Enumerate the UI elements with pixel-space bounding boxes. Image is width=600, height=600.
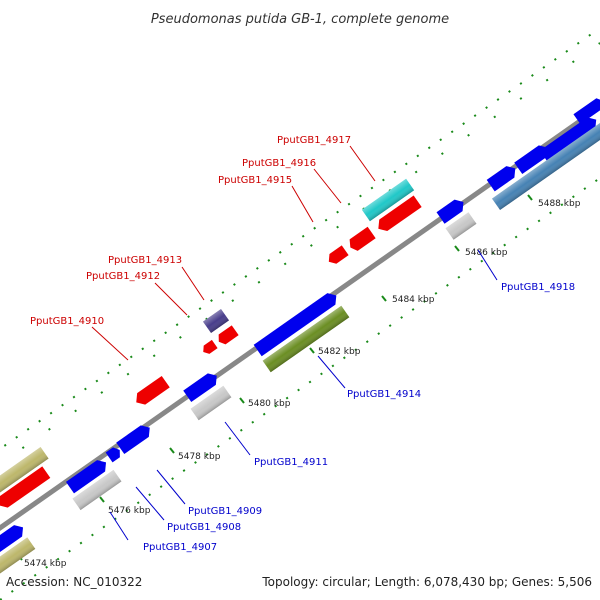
backbone-ticks: 5474 kbp 5476 kbp 5478 kbp 5480 kbp 5482… (17, 194, 581, 569)
gene-arrow-reverse[interactable] (346, 226, 376, 253)
gene-arrow-forward[interactable] (514, 142, 552, 175)
gene-label-forward[interactable]: PputGB1_4909 (188, 506, 262, 517)
gene-label-forward[interactable]: PputGB1_4907 (143, 542, 217, 553)
gene-arrow-reverse[interactable] (325, 245, 349, 266)
gene-arrow-reverse[interactable] (132, 375, 170, 408)
tick-mark (309, 347, 315, 354)
gene-arrow-reverse[interactable] (215, 325, 239, 346)
gene-label-forward[interactable]: PputGB1_4908 (167, 522, 241, 533)
outer-ring-ticks (0, 42, 600, 466)
guide-rings (0, 27, 600, 600)
gene-label-forward[interactable]: PputGB1_4911 (254, 457, 328, 468)
gene-arrow-forward[interactable] (65, 457, 110, 494)
gene-labels: PputGB1_4907 PputGB1_4908 PputGB1_4909 P… (30, 135, 575, 553)
gene-arrow-reverse[interactable] (374, 195, 422, 235)
tick-mark (454, 245, 460, 252)
tick-label: 5486 kbp (465, 248, 508, 258)
map-title: Pseudomonas putida GB-1, complete genome (151, 12, 449, 27)
inner-dotted-ring (0, 177, 600, 600)
tick-label: 5480 kbp (248, 399, 291, 409)
gene-label-reverse[interactable]: PputGB1_4916 (242, 158, 316, 169)
gene-arrow-forward[interactable] (436, 196, 468, 224)
gene-label-forward[interactable]: PputGB1_4918 (501, 282, 575, 293)
tick-label: 5488 kbp (538, 199, 581, 209)
gene-features (0, 96, 600, 579)
gene-arrow-forward[interactable] (0, 522, 27, 559)
tick-mark (99, 496, 105, 503)
gene-label-reverse[interactable]: PputGB1_4915 (218, 175, 292, 186)
gene-arrow-forward[interactable] (573, 96, 600, 125)
gene-arrow-forward[interactable] (183, 370, 221, 403)
tick-label: 5478 kbp (178, 452, 221, 462)
gene-arrow-forward[interactable] (486, 163, 520, 192)
gene-label-reverse[interactable]: PputGB1_4913 (108, 255, 182, 266)
genome-summary-text: Topology: circular; Length: 6,078,430 bp… (261, 575, 592, 589)
gene-label-reverse[interactable]: PputGB1_4917 (277, 135, 351, 146)
gene-arrow-forward[interactable] (539, 114, 600, 163)
tick-mark (527, 194, 533, 201)
gene-arrow-forward[interactable] (116, 422, 154, 455)
accession-text: Accession: NC_010322 (6, 575, 142, 589)
tick-label: 5474 kbp (24, 559, 67, 569)
tick-mark (239, 397, 245, 404)
gene-arrow-forward[interactable] (253, 290, 341, 357)
gene-arrow-forward[interactable] (105, 445, 124, 463)
gene-arrow-reverse[interactable] (200, 339, 218, 356)
outer-dotted-ring (0, 27, 600, 451)
gene-label-reverse[interactable]: PputGB1_4910 (30, 316, 104, 327)
tick-label: 5482 kbp (318, 347, 361, 357)
tick-label: 5476 kbp (108, 506, 151, 516)
gene-arrow-reverse[interactable] (0, 466, 51, 511)
tick-mark (381, 295, 387, 302)
gene-label-forward[interactable]: PputGB1_4914 (347, 389, 421, 400)
tick-mark (169, 447, 175, 454)
tick-label: 5484 kbp (392, 295, 435, 305)
callout-lines (91, 145, 498, 541)
gene-label-reverse[interactable]: PputGB1_4912 (86, 271, 160, 282)
